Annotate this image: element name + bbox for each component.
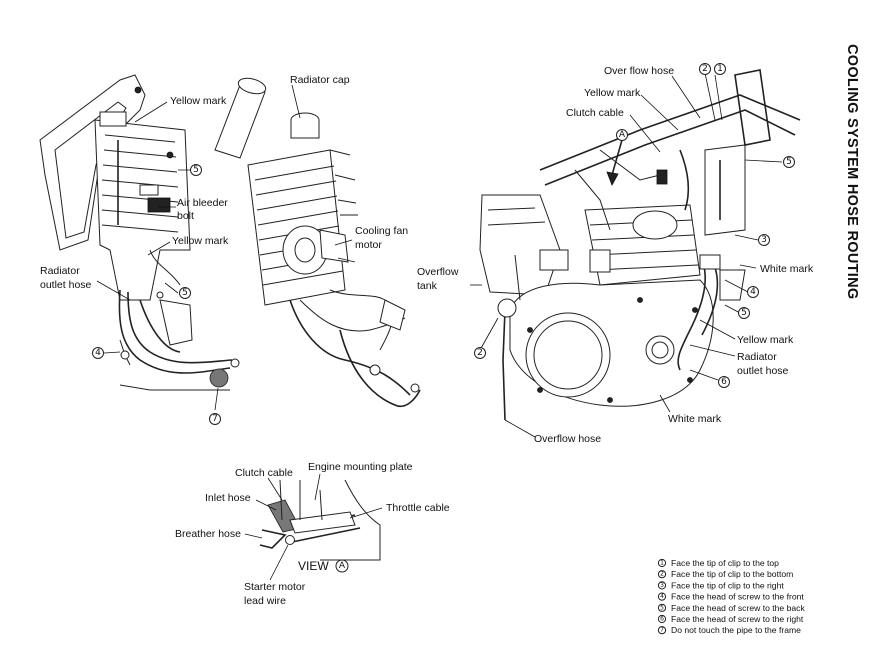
view-a-engine-mounting-plate-label: Engine mounting plate <box>308 461 413 473</box>
svg-text:5: 5 <box>182 288 188 298</box>
legend-item: 7 Do not touch the pipe to the frame <box>657 625 801 635</box>
cooling-fan-label-line2: motor <box>355 239 382 251</box>
legend-number: 7 <box>660 627 664 634</box>
svg-text:5: 5 <box>786 157 792 167</box>
legend-item: 5 Face the head of screw to the back <box>657 603 805 613</box>
legend-number: 2 <box>660 571 664 578</box>
legend-text: Do not touch the pipe to the frame <box>671 625 801 635</box>
legend-text: Face the tip of clip to the bottom <box>671 569 793 579</box>
legend-number: 4 <box>660 593 664 600</box>
right-white-mark-label: White mark <box>760 263 814 275</box>
right-clutch-cable-label: Clutch cable <box>566 107 624 119</box>
svg-text:5: 5 <box>193 165 199 175</box>
right-callout-4: 4 <box>747 286 759 298</box>
left-callout-5-mid: 5 <box>179 287 191 299</box>
svg-text:A: A <box>619 130 626 140</box>
svg-text:A: A <box>339 561 346 571</box>
view-a-clutch-cable-label: Clutch cable <box>235 467 293 479</box>
view-a-throttle-cable-label: Throttle cable <box>386 502 450 514</box>
legend-number: 6 <box>660 616 664 623</box>
legend-text: Face the head of screw to the right <box>671 614 804 624</box>
svg-text:5: 5 <box>741 308 747 318</box>
overflow-tank-label-line1: Overflow <box>417 266 459 278</box>
legend-item: 2 Face the tip of clip to the bottom <box>657 569 793 579</box>
right-callout-3: 3 <box>758 234 770 246</box>
legend-number-circle <box>657 614 667 624</box>
legend-item: 6 Face the head of screw to the right <box>657 614 804 624</box>
right-callout-6: 6 <box>718 376 730 388</box>
over-flow-hose-label: Over flow hose <box>604 65 674 77</box>
legend-item: 4 Face the head of screw to the front <box>657 592 804 602</box>
middle-radiator-drawing <box>214 77 421 408</box>
air-bleeder-label-line1: Air bleeder <box>177 197 228 209</box>
right-white-mark-bottom-label: White mark <box>668 413 722 425</box>
legend-text: Face the head of screw to the front <box>671 592 804 602</box>
view-a-inlet-hose-label: Inlet hose <box>205 492 251 504</box>
right-callout-1: 1 <box>714 63 726 75</box>
right-callout-2-low: 2 <box>474 347 486 359</box>
right-yellow-mark-top-label: Yellow mark <box>584 87 641 99</box>
legend-number: 3 <box>660 582 664 589</box>
radiator-cap-label: Radiator cap <box>290 74 350 86</box>
right-callout-2-top: 2 <box>699 63 711 75</box>
left-yellow-mark-top-label: Yellow mark <box>170 95 227 107</box>
legend-number-circle <box>657 581 667 590</box>
svg-text:2: 2 <box>477 348 483 358</box>
legend-text: Face the head of screw to the back <box>671 603 805 613</box>
view-a-caption: VIEW <box>298 559 329 573</box>
left-callout-4: 4 <box>92 347 104 359</box>
left-radiator-outlet-label-line1: Radiator <box>40 265 80 277</box>
left-callout-7: 7 <box>209 413 221 425</box>
svg-text:7: 7 <box>212 414 218 424</box>
right-radiator-outlet-label-line1: Radiator <box>737 351 777 363</box>
right-callout-5-top: 5 <box>783 156 795 168</box>
svg-text:4: 4 <box>750 287 756 297</box>
svg-text:6: 6 <box>721 377 727 387</box>
right-view-a-marker: A <box>616 129 628 141</box>
right-engine-drawing <box>470 69 801 438</box>
legend-number-circle <box>657 570 667 579</box>
legend-number-circle <box>657 626 667 635</box>
svg-text:2: 2 <box>702 64 708 74</box>
legend-text: Face the tip of clip to the top <box>671 558 779 568</box>
view-a-breather-hose-label: Breather hose <box>175 528 241 540</box>
left-callout-5-top: 5 <box>190 164 202 176</box>
legend-number-circle <box>657 603 667 612</box>
starter-motor-label-line1: Starter motor <box>244 581 306 593</box>
legend-number-circle <box>657 592 667 601</box>
left-radiator-drawing <box>39 74 240 411</box>
legend-text: Face the tip of clip to the right <box>671 580 784 590</box>
left-yellow-mark-mid-label: Yellow mark <box>172 235 229 247</box>
cooling-fan-label-line1: Cooling fan <box>355 225 408 237</box>
legend-number-circle <box>657 558 667 568</box>
overflow-tank-label-line2: tank <box>417 280 438 292</box>
legend-item: 3 Face the tip of clip to the right <box>657 580 784 590</box>
right-yellow-mark-low-label: Yellow mark <box>737 334 794 346</box>
right-callout-5-low: 5 <box>738 307 750 319</box>
view-a-caption-marker: A <box>335 559 349 573</box>
right-radiator-outlet-label-line2: outlet hose <box>737 365 789 377</box>
air-bleeder-label-line2: bolt <box>177 210 194 222</box>
legend-number: 1 <box>660 560 664 567</box>
page-title: COOLING SYSTEM HOSE ROUTING <box>844 44 860 299</box>
legend-number: 5 <box>660 604 664 611</box>
svg-text:4: 4 <box>95 348 101 358</box>
svg-text:3: 3 <box>761 235 767 245</box>
legend-item: 1 Face the tip of clip to the top <box>657 558 779 568</box>
left-radiator-outlet-label-line2: outlet hose <box>40 279 92 291</box>
svg-text:1: 1 <box>717 64 723 74</box>
starter-motor-label-line2: lead wire <box>244 595 286 607</box>
overflow-hose-label: Overflow hose <box>534 433 601 445</box>
view-a-drawing <box>244 473 383 581</box>
